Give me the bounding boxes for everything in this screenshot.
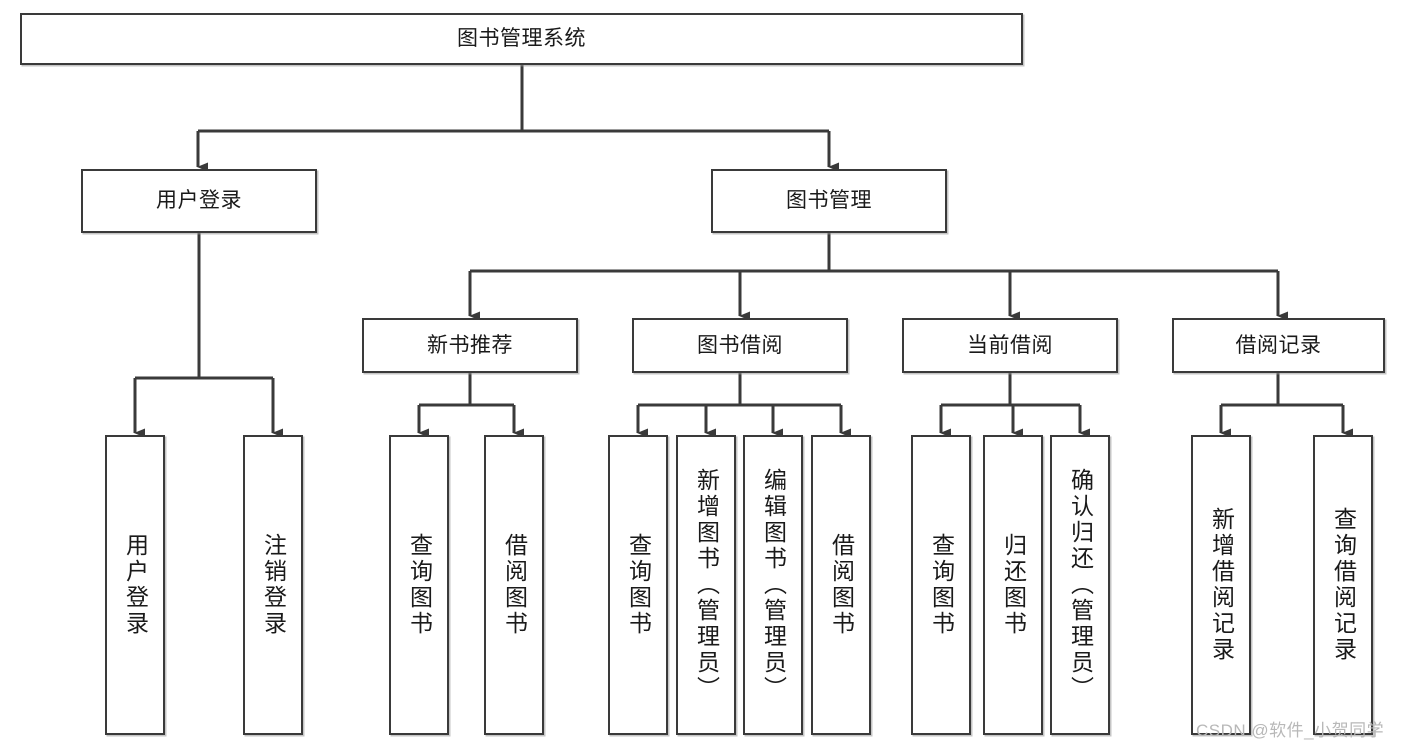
- node-borrow[interactable]: 图书借阅: [632, 318, 848, 373]
- node-records[interactable]: 借阅记录: [1172, 318, 1385, 373]
- node-leaf-cur-query[interactable]: 查询图书: [911, 435, 971, 735]
- node-label: 借阅图书: [828, 533, 855, 637]
- node-leaf-bk-edit[interactable]: 编辑图书（管理员）: [743, 435, 803, 735]
- node-leaf-user-logout[interactable]: 注销登录: [243, 435, 303, 735]
- node-leaf-cur-confirm[interactable]: 确认归还（管理员）: [1050, 435, 1110, 735]
- node-leaf-bk-borrow[interactable]: 借阅图书: [811, 435, 871, 735]
- node-label: 图书管理系统: [457, 27, 586, 51]
- node-leaf-bk-add[interactable]: 新增图书（管理员）: [676, 435, 736, 735]
- node-label: 用户登录: [156, 189, 242, 213]
- node-label: 当前借阅: [967, 333, 1053, 357]
- node-bookmgmt[interactable]: 图书管理: [711, 169, 947, 233]
- node-label: 图书借阅: [697, 333, 783, 357]
- node-label: 图书管理: [786, 189, 872, 213]
- node-leaf-bk-query[interactable]: 查询图书: [608, 435, 668, 735]
- node-label: 注销登录: [260, 533, 287, 637]
- node-leaf-rec-query[interactable]: 查询借阅记录: [1313, 435, 1373, 735]
- node-label: 新增借阅记录: [1208, 507, 1235, 663]
- node-label: 确认归还（管理员）: [1067, 468, 1094, 702]
- node-label: 查询图书: [928, 533, 955, 637]
- node-login[interactable]: 用户登录: [81, 169, 317, 233]
- node-label: 新书推荐: [427, 333, 513, 357]
- node-label: 查询图书: [406, 533, 433, 637]
- node-label: 新增图书（管理员）: [693, 468, 720, 702]
- node-label: 查询图书: [625, 533, 652, 637]
- node-label: 借阅图书: [501, 533, 528, 637]
- node-current[interactable]: 当前借阅: [902, 318, 1118, 373]
- node-leaf-nb-borrow[interactable]: 借阅图书: [484, 435, 544, 735]
- node-newbook[interactable]: 新书推荐: [362, 318, 578, 373]
- csdn-watermark: CSDN @软件_小贺同学: [1196, 721, 1385, 740]
- node-label: 编辑图书（管理员）: [760, 468, 787, 702]
- node-label: 借阅记录: [1235, 333, 1322, 357]
- node-leaf-rec-add[interactable]: 新增借阅记录: [1191, 435, 1251, 735]
- node-root[interactable]: 图书管理系统: [20, 13, 1023, 65]
- node-leaf-cur-return[interactable]: 归还图书: [983, 435, 1043, 735]
- node-label: 查询借阅记录: [1330, 507, 1357, 663]
- node-leaf-user-login[interactable]: 用户登录: [105, 435, 165, 735]
- node-label: 归还图书: [1000, 533, 1027, 637]
- node-leaf-nb-query[interactable]: 查询图书: [389, 435, 449, 735]
- node-label: 用户登录: [122, 533, 149, 637]
